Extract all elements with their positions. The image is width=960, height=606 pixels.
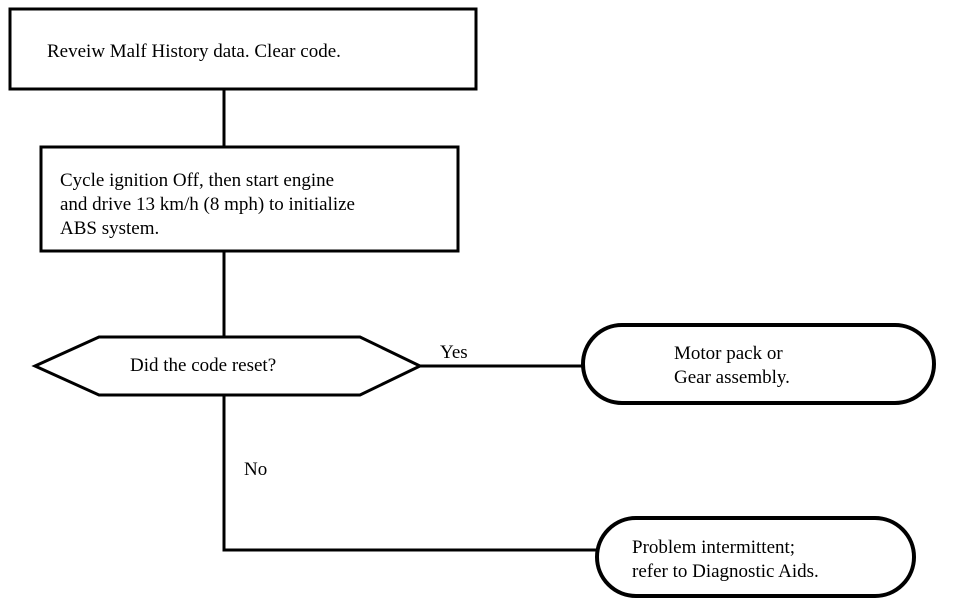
yes-label: Yes (440, 342, 468, 363)
step-text-cycle-ignition: Cycle ignition Off, then start engine an… (60, 170, 355, 239)
terminal-no-shape (595, 516, 916, 598)
step-box-cycle-ignition (39, 145, 460, 253)
step-text-review: Reveiw Malf History data. Clear code. (47, 41, 341, 62)
no-connector (222, 395, 597, 552)
terminal-no-text: Problem intermittent; refer to Diagnosti… (632, 537, 819, 582)
decision-text: Did the code reset? (130, 355, 277, 376)
step-box-review (8, 7, 478, 91)
no-label: No (244, 459, 268, 480)
terminal-yes-text: Motor pack or Gear assembly. (674, 343, 790, 388)
decision-shape (31, 335, 424, 397)
terminal-yes-shape (581, 323, 936, 405)
